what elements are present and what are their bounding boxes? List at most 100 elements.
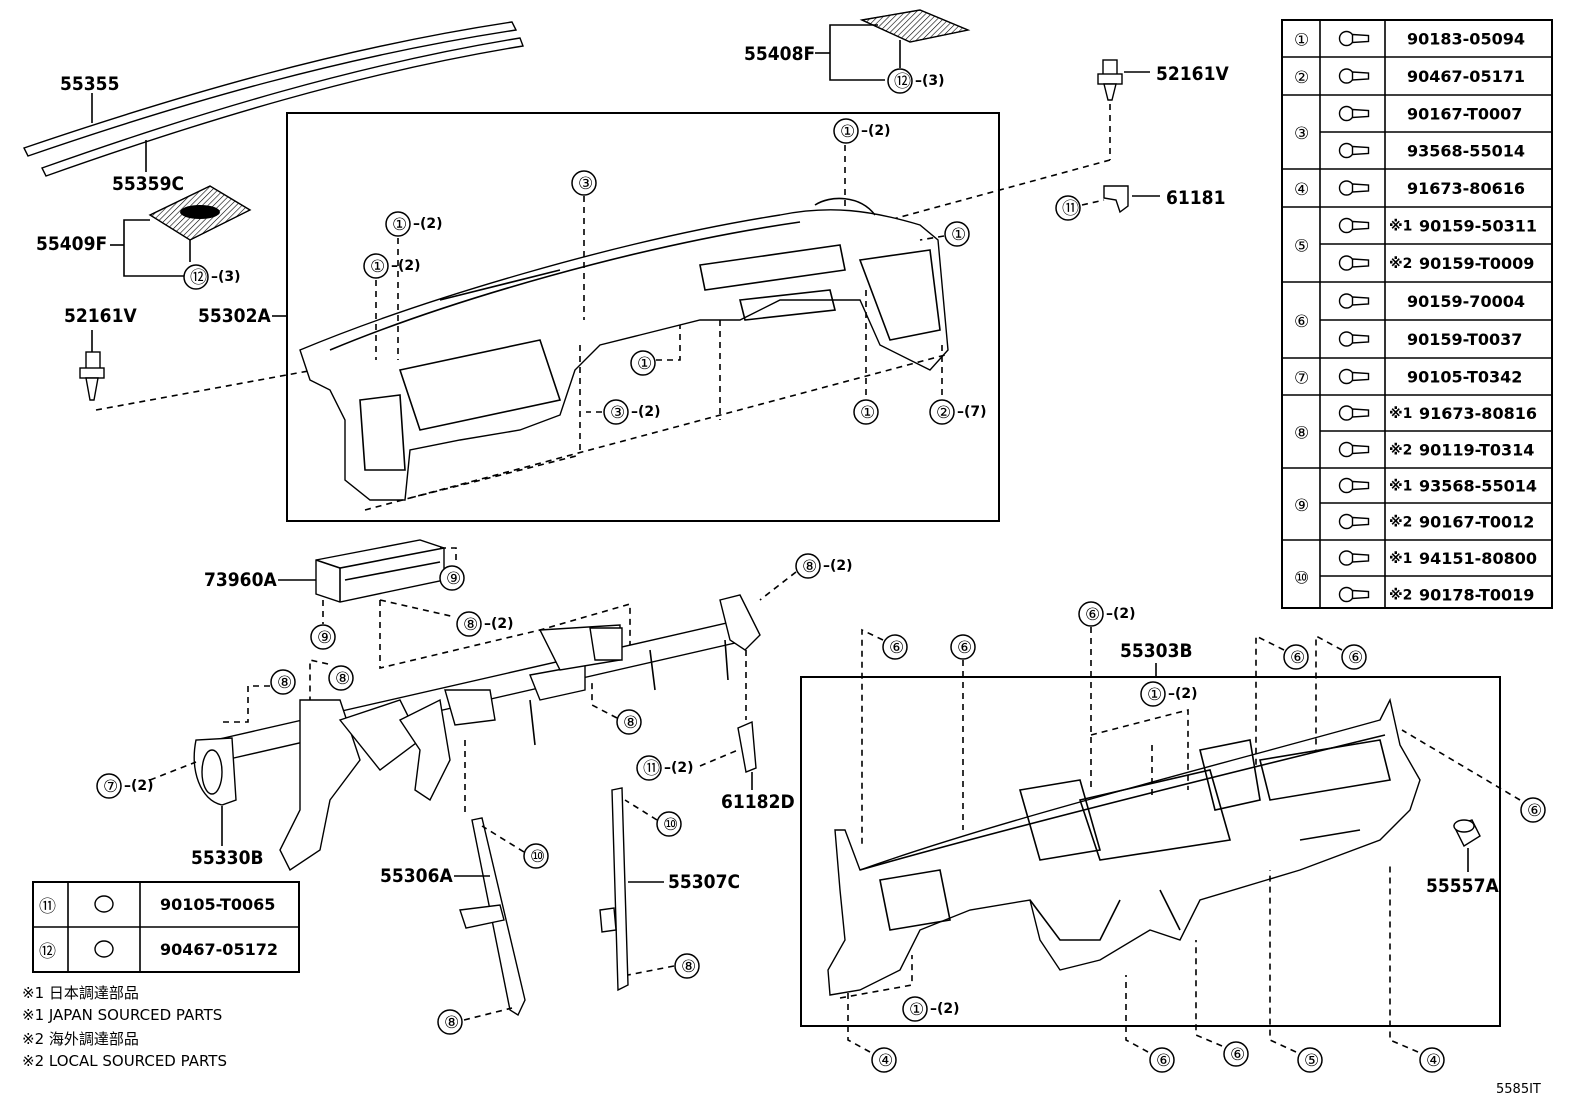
fastener-part-number: 91673-80816	[1419, 404, 1537, 423]
svg-text:⑪: ⑪	[643, 759, 660, 779]
svg-text:⑩: ⑩	[530, 847, 545, 867]
clip-52161v-left	[79, 351, 105, 401]
svg-text:–(2): –(2)	[124, 778, 154, 794]
fastener-part-number: 90159-70004	[1407, 292, 1525, 311]
drawing-code: 5585IT	[1496, 1082, 1541, 1097]
label-55408f: 55408F	[744, 43, 815, 65]
fastener-ref-9: ⑨	[1294, 496, 1309, 516]
svg-text:③: ③	[610, 403, 625, 423]
svg-text:–(2): –(2)	[484, 616, 514, 632]
label-55330b: 55330B	[191, 847, 264, 869]
svg-text:⑧: ⑧	[623, 713, 638, 733]
svg-text:⑥: ⑥	[1156, 1051, 1171, 1071]
svg-text:–(2): –(2)	[664, 760, 694, 776]
screw-shank-icon	[1351, 444, 1370, 455]
screw-shank-icon	[1351, 334, 1370, 344]
fastener-part-number: 93568-55014	[1419, 477, 1537, 496]
reinforcement-55330b	[193, 594, 761, 872]
svg-text:–(2): –(2)	[930, 1001, 960, 1017]
fastener-part-number: 94151-80800	[1419, 549, 1537, 568]
svg-text:⑥: ⑥	[1290, 648, 1305, 668]
label-55557a: 55557A	[1426, 875, 1499, 897]
screw-shank-icon	[1351, 145, 1370, 156]
brace-55307c	[599, 787, 629, 992]
screw-shank-icon	[1351, 220, 1370, 231]
svg-text:①: ①	[1147, 685, 1162, 705]
small-part-number: 90467-05172	[160, 940, 278, 959]
fastener-icon	[1338, 331, 1355, 347]
clip-icon	[94, 940, 114, 958]
small-part-number: 90105-T0065	[160, 895, 275, 914]
svg-text:⑧: ⑧	[463, 615, 478, 635]
clip-52161v-right	[1097, 59, 1123, 101]
label-55355: 55355	[60, 73, 119, 95]
fastener-icon	[1338, 293, 1355, 309]
svg-text:⑩: ⑩	[663, 815, 678, 835]
svg-text:①: ①	[370, 257, 385, 277]
source-mark: ※1	[1389, 219, 1412, 235]
note-1-jp: ※1 日本調達部品	[22, 984, 139, 1002]
source-mark: ※2	[1389, 443, 1412, 459]
note-1-en: ※1 JAPAN SOURCED PARTS	[22, 1006, 222, 1024]
svg-text:④: ④	[1426, 1051, 1441, 1071]
label-55409f: 55409F	[36, 233, 107, 255]
fastener-ref-8: ⑧	[1294, 424, 1309, 444]
source-mark: ※1	[1389, 479, 1412, 495]
note-2-jp: ※2 海外調達部品	[22, 1030, 139, 1048]
fastener-part-number: 90159-T0037	[1407, 330, 1522, 349]
svg-text:–(2): –(2)	[823, 558, 853, 574]
svg-text:–(2): –(2)	[391, 258, 421, 274]
svg-text:①: ①	[860, 403, 875, 423]
footnotes: ※1 日本調達部品 ※1 JAPAN SOURCED PARTS ※2 海外調達…	[22, 984, 227, 1070]
small-ref-11: ⑪	[39, 897, 56, 917]
fastener-icon	[1338, 513, 1355, 530]
svg-text:–(2): –(2)	[1106, 606, 1136, 622]
fastener-ref-2: ②	[1294, 68, 1309, 88]
svg-text:④: ④	[878, 1051, 893, 1071]
moulding-55355	[23, 21, 524, 177]
screw-shank-icon	[1351, 516, 1370, 527]
label-73960a: 73960A	[204, 569, 277, 591]
source-mark: ※1	[1389, 551, 1412, 567]
svg-text:①: ①	[951, 225, 966, 245]
fastener-ref-6: ⑥	[1294, 312, 1309, 332]
screw-shank-icon	[1351, 480, 1370, 491]
fastener-part-number: 90119-T0314	[1419, 441, 1534, 460]
svg-text:–(2): –(2)	[631, 404, 661, 420]
fastener-ref-4: ④	[1294, 180, 1309, 200]
svg-text:③: ③	[578, 174, 593, 194]
svg-text:⑧: ⑧	[802, 557, 817, 577]
label-55303b: 55303B	[1120, 640, 1193, 662]
svg-text:⑥: ⑥	[957, 638, 972, 658]
label-55302a: 55302A	[198, 305, 271, 327]
qty-3: –(3)	[211, 269, 241, 285]
clip-icon	[94, 895, 114, 913]
screw-shank-icon	[1351, 33, 1370, 44]
screw-shank-icon	[1351, 553, 1370, 563]
fastener-part-number: 90167-T0012	[1419, 513, 1534, 532]
screw-shank-icon	[1351, 183, 1370, 193]
screw-shank-icon	[1351, 71, 1370, 81]
note-2-en: ※2 LOCAL SOURCED PARTS	[22, 1052, 227, 1070]
label-55306a: 55306A	[380, 865, 453, 887]
fastener-part-number: 90183-05094	[1407, 30, 1525, 49]
source-mark: ※1	[1389, 406, 1412, 422]
label-61182d: 61182D	[721, 791, 795, 813]
lower-pad-box	[800, 676, 1501, 1027]
svg-text:–(2): –(2)	[861, 123, 891, 139]
screw-shank-icon	[1351, 589, 1370, 600]
source-mark: ※2	[1389, 588, 1412, 604]
source-mark: ※2	[1389, 256, 1412, 272]
svg-text:⑦: ⑦	[103, 777, 118, 797]
svg-text:①: ①	[840, 122, 855, 142]
fastener-icon	[1338, 477, 1355, 494]
bracket-61182d	[737, 720, 757, 773]
pad-55408f	[859, 9, 971, 43]
svg-text:⑫: ⑫	[190, 268, 207, 288]
label-52161v-left: 52161V	[64, 305, 137, 327]
fastener-part-number: 90467-05171	[1407, 67, 1525, 86]
fastener-icon	[1338, 142, 1355, 159]
fastener-icon	[1338, 550, 1355, 566]
svg-text:⑥: ⑥	[1085, 605, 1100, 625]
fastener-icon	[1338, 368, 1355, 385]
